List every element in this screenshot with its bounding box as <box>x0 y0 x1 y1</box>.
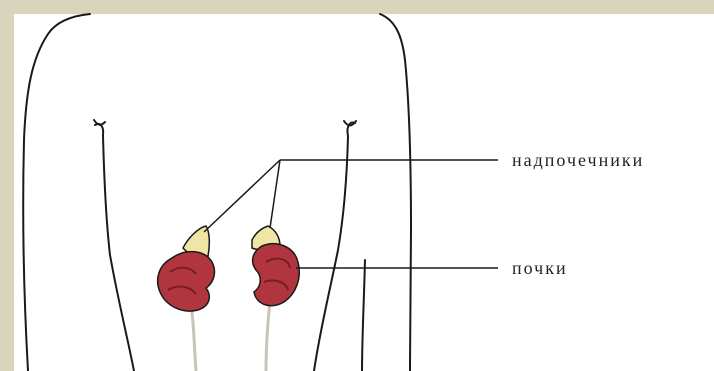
adrenals-label: надпочечники <box>512 150 644 171</box>
body-outline <box>23 14 411 371</box>
kidneys-label: почки <box>512 258 568 279</box>
shoulders-outline-right <box>380 14 411 371</box>
ureters <box>190 300 270 371</box>
left-arm-inner <box>95 124 134 371</box>
right-waist-line <box>362 260 365 371</box>
right-kidney <box>253 244 300 306</box>
shoulders-outline <box>23 14 90 371</box>
adrenal-leader-line <box>204 160 498 232</box>
kidneys <box>158 244 300 311</box>
left-kidney <box>158 252 215 311</box>
right-ureter <box>266 300 270 371</box>
leader-lines <box>204 160 498 268</box>
